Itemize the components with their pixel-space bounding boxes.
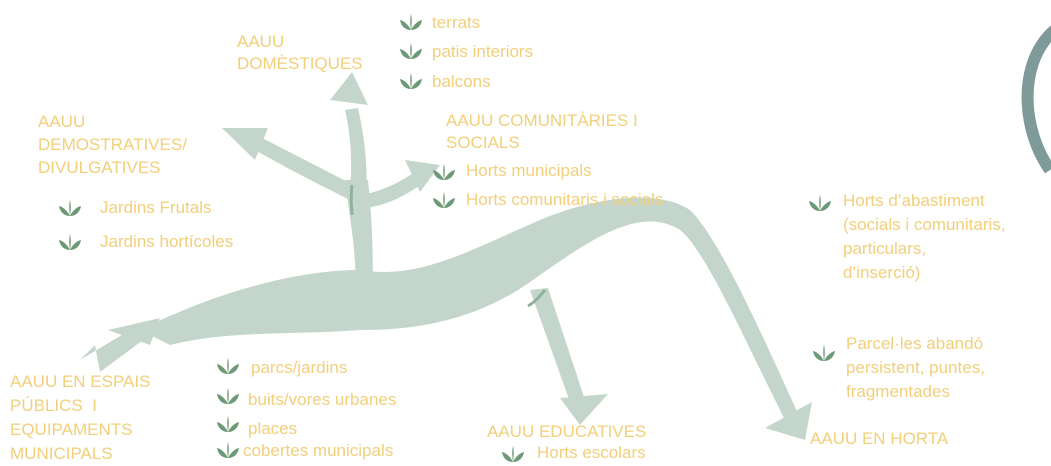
branch-demonstrative [255, 138, 355, 200]
leaf-icon [217, 416, 239, 432]
public-item-cobertes: cobertes municipals [243, 441, 394, 460]
community-title: AAUU COMUNITÀRIES I SOCIALS [446, 111, 638, 152]
domestic-item-balcons: balcons [432, 72, 491, 91]
leaf-icon [502, 446, 524, 462]
leaf-icon [59, 234, 81, 250]
leaf-icon [217, 388, 239, 404]
arrow-community-head [405, 160, 440, 192]
domestic-title: AAUU DOMÈSTIQUES [237, 32, 363, 73]
educational-title: AAUU EDUCATIVES [487, 422, 647, 441]
community-item-comunitaris: Horts comunitaris i socials [466, 190, 664, 209]
seam-1 [349, 184, 354, 216]
arrow-demonstrative-head [222, 128, 268, 160]
demonstrative-item-horticoles: Jardins hortícoles [100, 232, 234, 251]
public-item-buits: buits/vores urbanes [248, 390, 397, 409]
community-item-municipals: Horts municipals [466, 161, 592, 180]
orchard-title: AAUU EN HORTA [810, 429, 949, 448]
leaf-icon [59, 200, 81, 216]
demonstrative-item-frutals: Jardins Frutals [100, 198, 212, 217]
leaf-icon [400, 14, 422, 30]
demonstrative-title: AAUU DEMOSTRATIVES/ DIVULGATIVES [38, 112, 187, 177]
arrow-domestic-head [330, 72, 368, 105]
arrow-public-head [108, 318, 160, 345]
leaf-icon [809, 195, 831, 211]
leaf-icon [217, 442, 239, 458]
leaf-icon [400, 73, 422, 89]
public-item-places: places [248, 419, 298, 438]
leaf-icon [217, 358, 239, 374]
arrow-horta-head [765, 402, 812, 440]
branch-educational [530, 288, 585, 402]
public-title: AAUU EN ESPAIS PÚBLICS I EQUIPAMENTS MUN… [10, 372, 151, 463]
ring-arc [1021, 25, 1051, 174]
arrow-educational-head [560, 394, 608, 425]
leaf-icon [813, 345, 835, 361]
educational-item-escolars: Horts escolars [537, 443, 646, 462]
domestic-item-terrats: terrats [432, 13, 481, 32]
seam-2 [527, 289, 547, 308]
leaf-icon [433, 192, 455, 208]
orchard-item-parceles: Parcel·les abandó persistent, puntes, fr… [846, 334, 985, 401]
leaf-icon [400, 43, 422, 59]
leaf-icon [433, 164, 455, 180]
orchard-item-abastiment: Horts d’abastiment (socials i comunitari… [843, 191, 1006, 282]
domestic-item-patis: patis interiors [432, 42, 534, 61]
main-trunk [140, 197, 800, 420]
branch-community [362, 172, 422, 208]
branch-domestic [345, 108, 367, 190]
public-item-parcs: parcs/jardins [251, 358, 348, 377]
